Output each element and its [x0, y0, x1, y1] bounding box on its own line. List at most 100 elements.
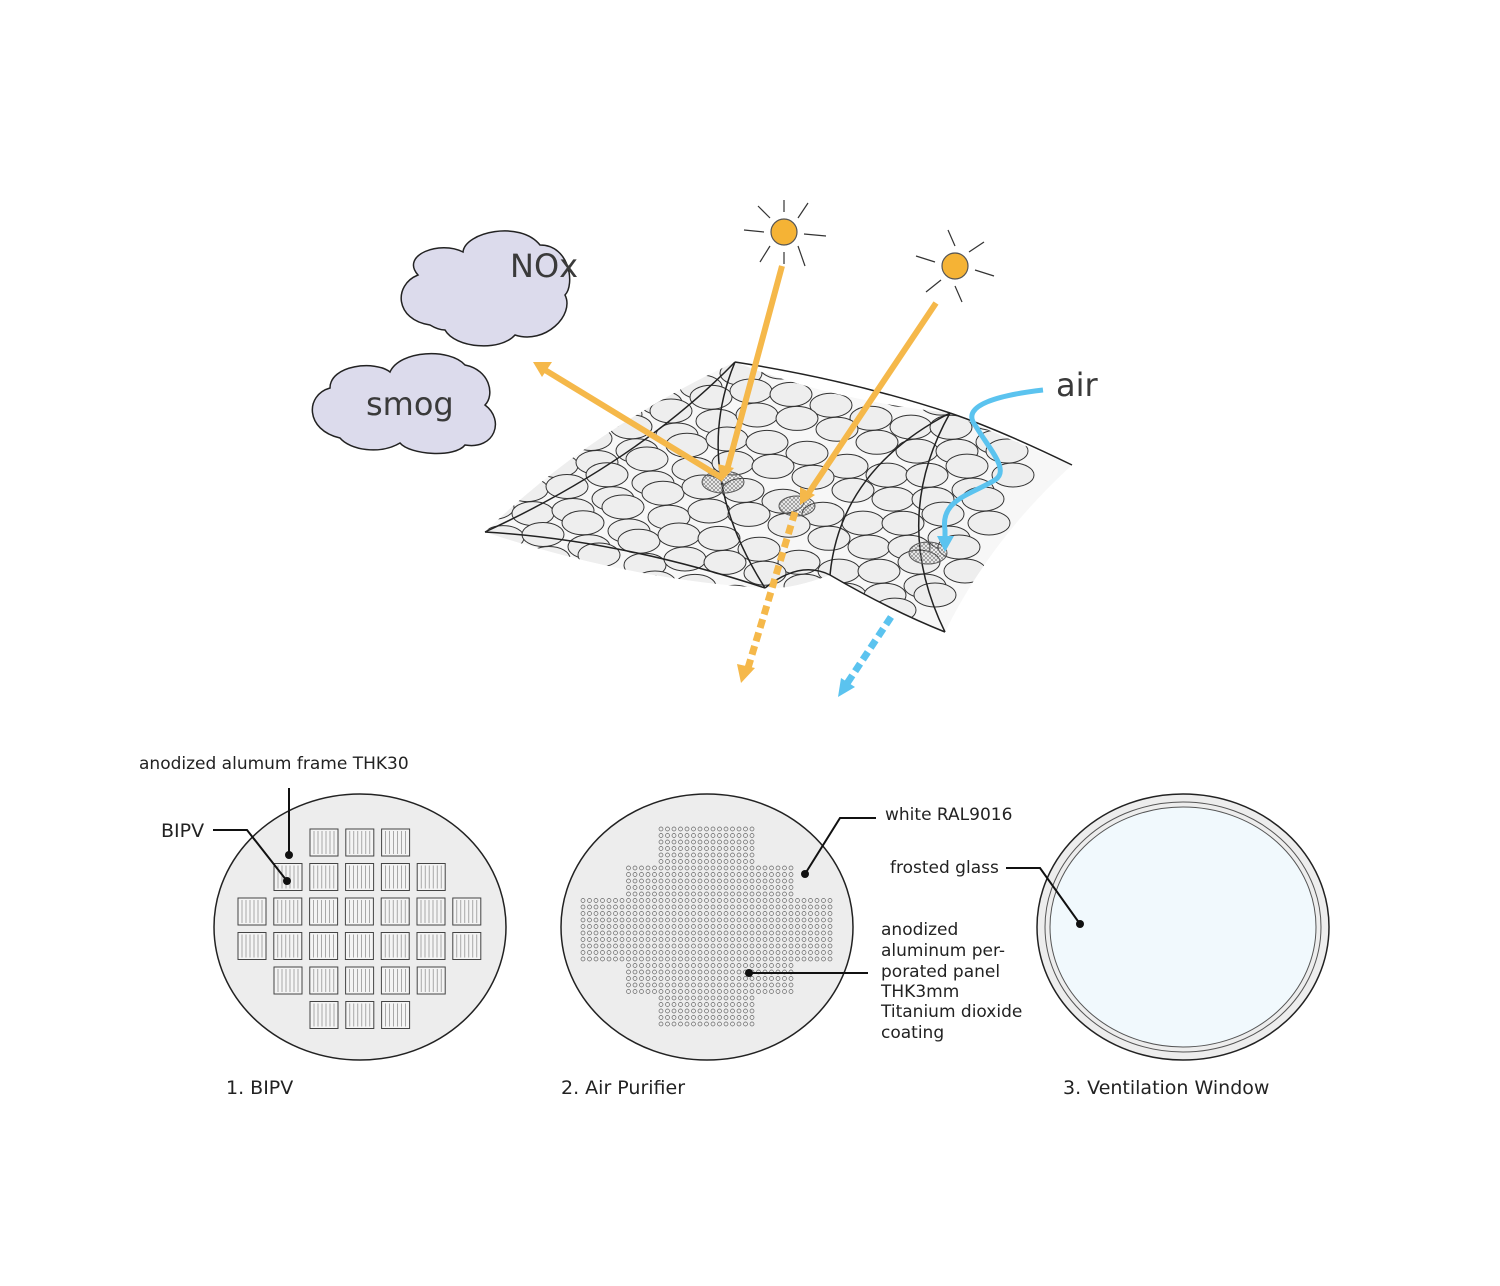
perforation-hole [678, 891, 683, 897]
perforation-hole [704, 904, 709, 910]
perforation-hole [691, 995, 696, 1001]
perforation-hole [801, 943, 807, 949]
perforation-hole [684, 937, 690, 942]
petal-cell [553, 590, 597, 616]
solar-cell [273, 863, 303, 891]
perforation-hole [795, 930, 800, 936]
frame-callout: anodized alumum frame THK30 [139, 754, 409, 774]
perforation-hole [678, 1002, 683, 1007]
nox-label: NOx [510, 247, 578, 285]
solar-cell [309, 828, 339, 857]
perforation-hole [710, 1015, 716, 1020]
perforation-hole [730, 878, 735, 884]
perforation-hole [717, 969, 722, 975]
perforation-hole [723, 1002, 729, 1007]
perforation-hole [665, 826, 670, 832]
petal-cell [633, 570, 677, 596]
perforation-hole [769, 917, 774, 923]
perforation-hole [723, 872, 729, 877]
perforation-hole [678, 904, 683, 910]
solar-cell [452, 897, 482, 926]
perforation-hole [769, 937, 774, 942]
caption-purifier: 2. Air Purifier [561, 1077, 685, 1099]
perforation-hole [697, 989, 703, 994]
perforation-hole [769, 963, 774, 968]
solar-cell [273, 966, 303, 995]
perforation-hole [658, 969, 664, 975]
perforation-hole [756, 911, 761, 916]
perforation-hole [808, 917, 813, 923]
perforation-hole [749, 898, 755, 903]
perforation-hole [749, 989, 755, 994]
perforation-hole [697, 891, 703, 897]
perforation-hole [645, 904, 651, 910]
perforation-hole [808, 924, 813, 929]
perforation-hole [632, 891, 638, 897]
perforation-hole [743, 839, 748, 845]
perforation-hole [827, 930, 833, 936]
perforation-hole [665, 930, 670, 936]
perforation-hole [762, 872, 768, 877]
perforation-hole [652, 924, 657, 929]
perforation-hole [632, 963, 638, 968]
perforation-hole [593, 956, 599, 962]
perforation-hole [652, 891, 657, 897]
perforation-hole [658, 943, 664, 949]
perforation-hole [769, 930, 774, 936]
perforation-hole [632, 956, 638, 962]
perforation-hole [671, 943, 677, 949]
perforation-hole [671, 982, 677, 988]
perforation-hole [678, 1015, 683, 1020]
perforation-hole [580, 904, 586, 910]
perforation-hole [749, 904, 755, 910]
perforation-hole [730, 1021, 735, 1027]
perforation-hole [678, 937, 683, 942]
perforation-hole [580, 943, 586, 949]
perforation-hole [691, 911, 696, 916]
perforation-hole [645, 989, 651, 994]
perforation-hole [671, 904, 677, 910]
perforation-hole [652, 930, 657, 936]
white-leader [804, 817, 876, 875]
perforation-hole [697, 839, 703, 845]
perforation-hole [704, 846, 709, 851]
perforation-hole [658, 872, 664, 877]
perforation-hole [769, 885, 774, 890]
solar-cell [416, 932, 446, 960]
perforation-hole [691, 878, 696, 884]
perforation-hole [795, 924, 800, 929]
perforation-hole [665, 937, 670, 942]
perforation-hole [613, 930, 618, 936]
petal-cell [519, 398, 563, 424]
perforation-hole [626, 989, 631, 994]
perforation-hole [736, 917, 742, 923]
perforation-hole [782, 865, 787, 871]
perforation-hole [613, 917, 618, 923]
perforation-hole [704, 982, 709, 988]
perforation-hole [827, 911, 833, 916]
perforation-hole [814, 930, 820, 936]
perforation-hole [671, 859, 677, 864]
perforation-hole [769, 891, 774, 897]
perforation-hole [697, 1021, 703, 1027]
perforation-hole [736, 1008, 742, 1014]
perforation-hole [801, 904, 807, 910]
petal-cell [783, 573, 827, 599]
perforation-hole [684, 839, 690, 845]
perforation-hole [710, 943, 716, 949]
perforation-hole [691, 898, 696, 903]
perforation-hole [717, 995, 722, 1001]
perforation-hole [678, 963, 683, 968]
perforation-hole [658, 930, 664, 936]
perforation-hole [782, 937, 787, 942]
perforation-hole [671, 865, 677, 871]
perforation-hole [717, 826, 722, 832]
frosted-leader [1006, 867, 1081, 925]
perforation-hole [684, 1002, 690, 1007]
perforation-hole [762, 924, 768, 929]
perforation-hole [821, 917, 826, 923]
perforation-hole [730, 898, 735, 903]
perforation-hole [691, 1015, 696, 1020]
perforation-hole [691, 969, 696, 975]
perforation-hole [697, 865, 703, 871]
